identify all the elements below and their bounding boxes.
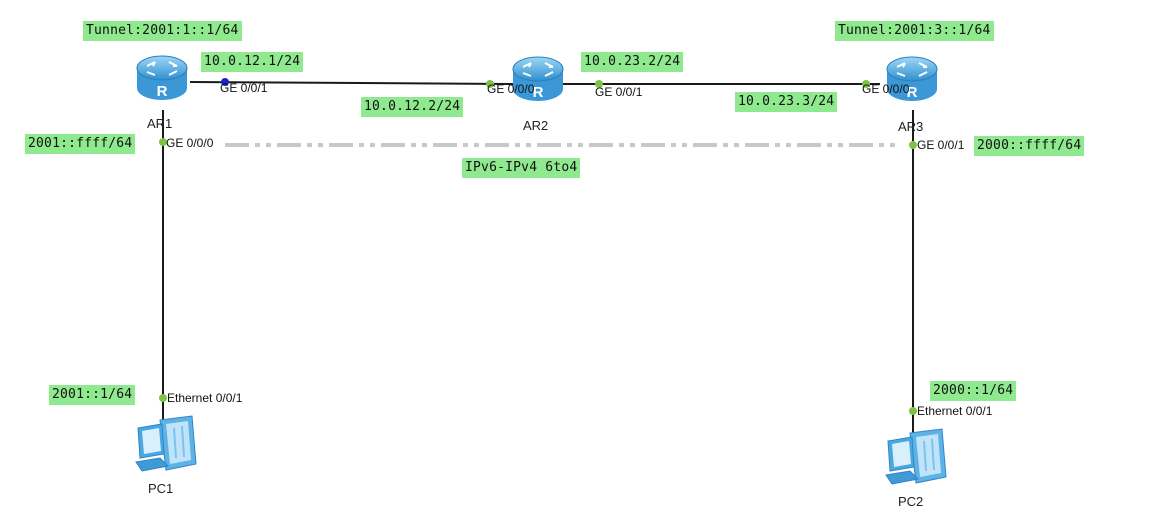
- pc-pc2[interactable]: [880, 427, 950, 489]
- port-label-pc2-eth: Ethernet 0/0/1: [917, 404, 993, 418]
- label-tunnel-link: IPv6-IPv4 6to4: [462, 158, 581, 178]
- port-label-ar1-ge000: GE 0/0/0: [166, 136, 214, 150]
- router-ar3[interactable]: R: [883, 53, 941, 107]
- router-icon: R: [136, 55, 188, 100]
- label-pc1-ip: 2001::1/64: [49, 385, 136, 405]
- port-dot-pc2-eth[interactable]: [909, 407, 917, 415]
- router-ar1[interactable]: R: [133, 52, 191, 106]
- pc-icon: [135, 415, 197, 472]
- svg-text:R: R: [907, 84, 918, 101]
- label-ar3-ge000-ip: 10.0.23.3/24: [735, 92, 838, 112]
- pc-icon: [885, 428, 947, 485]
- label-ar3-tunnel: Tunnel:2001:3::1/64: [835, 21, 994, 41]
- pc-pc1[interactable]: [130, 414, 200, 476]
- label-pc2-ip: 2000::1/64: [930, 381, 1017, 401]
- port-label-ar1-ge001: GE 0/0/1: [220, 81, 268, 95]
- port-label-ar2-ge000: GE 0/0/0: [487, 82, 535, 96]
- port-label-ar3-ge000: GE 0/0/0: [862, 82, 910, 96]
- router-icon: R: [512, 56, 564, 101]
- port-label-ar2-ge001: GE 0/0/1: [595, 85, 643, 99]
- port-label-ar3-ge001: GE 0/0/1: [917, 138, 965, 152]
- port-dot-ar1-ge001[interactable]: [221, 78, 229, 86]
- device-name-ar3: AR3: [898, 119, 924, 134]
- link-ar1-ar2[interactable]: [189, 81, 519, 85]
- port-dot-pc1-eth[interactable]: [159, 394, 167, 402]
- port-dot-ar3-ge000[interactable]: [862, 80, 870, 88]
- port-dot-ar3-ge001[interactable]: [909, 141, 917, 149]
- router-ar2[interactable]: R: [509, 53, 567, 107]
- label-ar3-ge001-ip: 2000::ffff/64: [974, 136, 1085, 156]
- label-ar2-ge000-ip: 10.0.12.2/24: [361, 97, 464, 117]
- device-name-pc1: PC1: [148, 481, 174, 496]
- device-name-ar1: AR1: [147, 116, 173, 131]
- router-icon: R: [886, 56, 938, 101]
- label-ar1-ge000-ip: 2001::ffff/64: [25, 134, 136, 154]
- port-dot-ar2-ge001[interactable]: [595, 80, 603, 88]
- label-ar1-ge001-ip: 10.0.12.1/24: [201, 52, 304, 72]
- svg-text:R: R: [533, 84, 544, 101]
- svg-text:R: R: [157, 83, 168, 100]
- label-ar1-tunnel: Tunnel:2001:1::1/64: [83, 21, 242, 41]
- device-name-pc2: PC2: [898, 494, 924, 509]
- port-dot-ar2-ge000[interactable]: [486, 80, 494, 88]
- port-label-pc1-eth: Ethernet 0/0/1: [167, 391, 243, 405]
- device-name-ar2: AR2: [523, 118, 549, 133]
- label-ar2-ge001-ip: 10.0.23.2/24: [581, 52, 684, 72]
- port-dot-ar1-ge000[interactable]: [159, 138, 167, 146]
